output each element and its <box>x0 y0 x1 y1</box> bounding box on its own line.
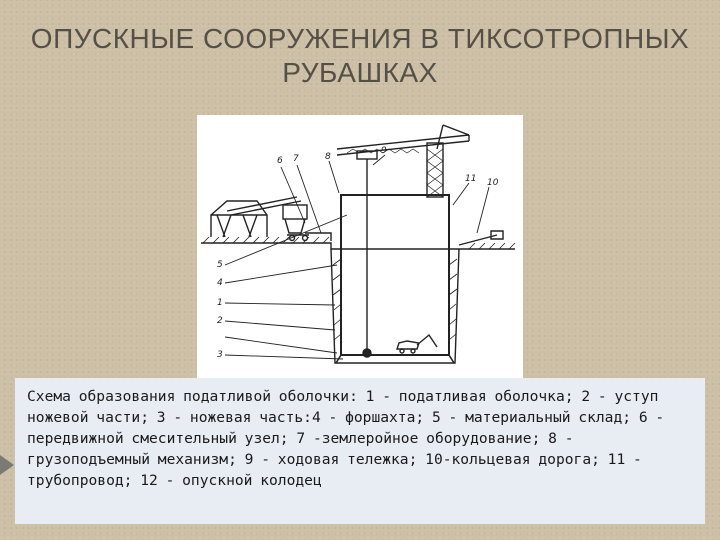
diagram-label-9: 9 <box>381 146 387 156</box>
crane-jib <box>336 124 470 156</box>
mixing-plant <box>210 200 268 238</box>
pit-wall-left <box>330 248 460 364</box>
diagram-label-6: 6 <box>277 156 283 166</box>
caption-box: Схема образования податливой оболочки: 1… <box>15 378 705 524</box>
diagram-label-2: 2 <box>217 316 223 326</box>
conveyor <box>226 196 302 216</box>
diagram-label-7: 7 <box>293 154 299 164</box>
slide-title: ОПУСКНЫЕ СООРУЖЕНИЯ В ТИКСОТРОПНЫХ РУБАШ… <box>0 22 720 90</box>
diagram-label-1: 1 <box>217 298 223 308</box>
ground-line <box>201 242 515 250</box>
shell-hatch <box>332 258 458 341</box>
ring-road <box>458 230 504 246</box>
diagram-label-3: 3 <box>217 350 223 360</box>
diagram-label-4: 4 <box>217 278 223 288</box>
caisson-diagram: 6 7 8 9 10 11 12 5 4 1 2 3 <box>197 115 523 383</box>
diagram-label-11: 11 <box>465 174 476 184</box>
excavator <box>396 333 438 350</box>
crane-tower <box>426 142 444 198</box>
grab-bucket <box>362 348 372 358</box>
diagram-label-8: 8 <box>325 152 331 162</box>
caisson-well <box>340 194 450 356</box>
diagram-label-5: 5 <box>217 260 223 270</box>
slide-title-line-2: РУБАШКАХ <box>282 57 438 88</box>
pipeline <box>305 232 332 241</box>
leader-lines <box>224 154 490 360</box>
slide-title-line-1: ОПУСКНЫЕ СООРУЖЕНИЯ В ТИКСОТРОПНЫХ <box>30 23 690 54</box>
diagram-label-10: 10 <box>487 178 499 188</box>
caisson-diagram-svg: 6 7 8 9 10 11 12 5 4 1 2 3 <box>201 124 516 364</box>
play-arrow-icon <box>0 455 14 475</box>
caption-text: Схема образования податливой оболочки: 1… <box>27 388 665 489</box>
